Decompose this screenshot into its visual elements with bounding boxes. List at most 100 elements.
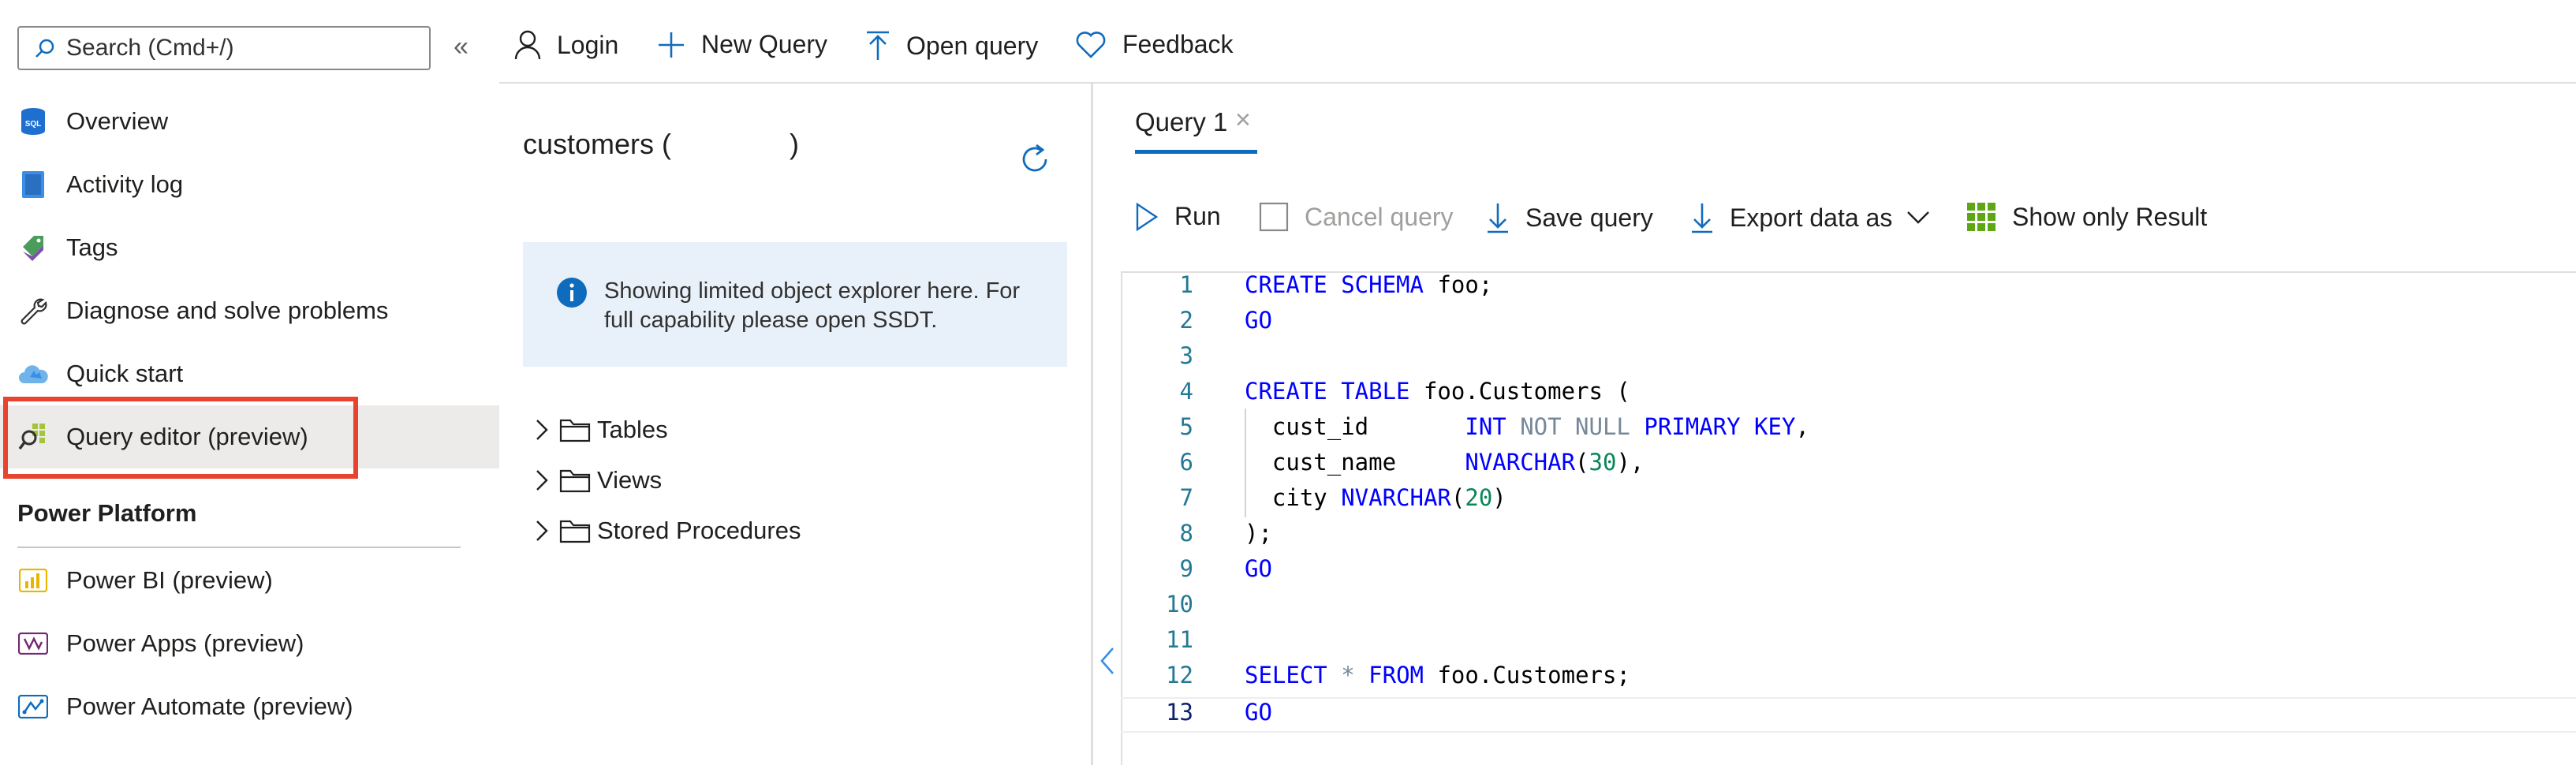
sidebar-item-power-automate[interactable]: Power Automate (preview) xyxy=(0,675,499,738)
search-box[interactable] xyxy=(17,26,431,70)
search-input[interactable] xyxy=(65,34,415,62)
tree-item-views[interactable]: Views xyxy=(532,466,662,494)
power-bi-icon xyxy=(17,565,49,596)
tree-item-tables[interactable]: Tables xyxy=(532,416,668,444)
code-text: GO xyxy=(1245,699,1272,726)
chevron-right-icon xyxy=(536,420,548,440)
sidebar-item-quick-start[interactable]: Quick start xyxy=(0,342,499,405)
pane-divider[interactable] xyxy=(1091,84,1093,765)
code-line: 6 cust_name NVARCHAR(30), xyxy=(1121,449,2576,484)
chevron-right-icon xyxy=(536,470,548,491)
feedback-button[interactable]: Feedback xyxy=(1075,30,1234,59)
sidebar-item-label: Quick start xyxy=(66,360,184,387)
sidebar-item-tags[interactable]: Tags xyxy=(0,216,499,279)
open-query-button[interactable]: Open query xyxy=(865,30,1038,62)
upload-icon xyxy=(867,31,889,60)
selection-highlight xyxy=(3,397,358,479)
sidebar-item-diagnose[interactable]: Diagnose and solve problems xyxy=(0,279,499,342)
folder-icon xyxy=(559,419,591,442)
line-number: 12 xyxy=(1166,662,1193,688)
line-number: 7 xyxy=(1179,484,1193,511)
line-number: 13 xyxy=(1166,699,1193,726)
tree-item-label: Views xyxy=(597,466,663,494)
sidebar-item-label: Tags xyxy=(66,233,118,261)
info-icon xyxy=(557,278,587,308)
grid-icon xyxy=(1967,203,1995,231)
folder-icon xyxy=(559,469,591,493)
line-number: 8 xyxy=(1179,520,1193,547)
sql-database-icon: SQL xyxy=(17,106,49,137)
active-tab-indicator xyxy=(1135,150,1257,154)
query-editor-icon xyxy=(17,421,49,453)
run-button[interactable]: Run xyxy=(1135,202,1221,231)
sidebar-item-label: Power Apps (preview) xyxy=(66,629,304,657)
line-number: 3 xyxy=(1179,342,1193,369)
sidebar-item-power-bi[interactable]: Power BI (preview) xyxy=(0,549,499,612)
login-button[interactable]: Login xyxy=(514,30,618,60)
line-number: 4 xyxy=(1179,378,1193,405)
code-editor[interactable] xyxy=(1121,271,2576,765)
play-icon xyxy=(1136,202,1159,231)
tree-item-stored-procedures[interactable]: Stored Procedures xyxy=(532,517,801,545)
new-query-label: New Query xyxy=(701,30,828,58)
cancel-query-label: Cancel query xyxy=(1305,202,1454,231)
download-icon xyxy=(1692,203,1712,233)
refresh-icon[interactable] xyxy=(1017,142,1052,177)
power-automate-icon xyxy=(17,691,49,722)
chevron-left-icon[interactable] xyxy=(1099,645,1116,677)
chevron-down-icon xyxy=(1907,211,1930,224)
cancel-query-button[interactable]: Cancel query xyxy=(1259,202,1454,232)
folder-icon xyxy=(559,520,591,543)
collapse-sidebar-button[interactable]: « xyxy=(454,32,469,62)
person-icon xyxy=(514,30,541,60)
show-only-result-label: Show only Result xyxy=(2012,202,2208,231)
indent-guide xyxy=(1245,409,1246,517)
database-title: customers () xyxy=(523,128,800,160)
feedback-label: Feedback xyxy=(1122,30,1234,58)
info-text: Showing limited object explorer here. Fo… xyxy=(604,278,1021,333)
tab-query-1[interactable]: Query 1 xyxy=(1135,107,1228,136)
sidebar-item-power-apps[interactable]: Power Apps (preview) xyxy=(0,612,499,675)
code-line: 12 SELECT * FROM foo.Customers; xyxy=(1121,662,2576,697)
code-line: 1 CREATE SCHEMA foo; xyxy=(1121,271,2576,307)
section-title-power-platform: Power Platform xyxy=(17,499,197,527)
sidebar-item-activity-log[interactable]: Activity log xyxy=(0,153,499,216)
section-divider xyxy=(17,547,461,548)
code-text: CREATE TABLE foo.Customers ( xyxy=(1245,378,1630,405)
code-text: ); xyxy=(1245,520,1272,547)
sidebar-item-query-editor[interactable]: Query editor (preview) xyxy=(0,405,499,468)
line-number: 1 xyxy=(1179,271,1193,298)
code-line: 5 cust_id INT NOT NULL PRIMARY KEY, xyxy=(1121,413,2576,449)
export-data-button[interactable]: Export data as xyxy=(1690,202,1930,233)
run-label: Run xyxy=(1174,202,1221,230)
close-tab-icon[interactable]: × xyxy=(1235,105,1251,135)
show-only-result-toggle[interactable]: Show only Result xyxy=(1966,202,2207,232)
code-text: CREATE SCHEMA foo; xyxy=(1245,271,1493,298)
sidebar-item-label: Overview xyxy=(66,107,169,135)
save-query-label: Save query xyxy=(1525,203,1653,232)
resource-sidebar: « SQL Overview Activity log xyxy=(0,0,499,765)
code-text: SELECT * FROM foo.Customers; xyxy=(1245,662,1630,688)
plus-icon xyxy=(659,32,684,58)
power-apps-icon xyxy=(17,628,49,659)
wrench-icon xyxy=(17,295,49,327)
login-label: Login xyxy=(557,30,619,59)
export-data-label: Export data as xyxy=(1730,203,1893,232)
save-query-button[interactable]: Save query xyxy=(1486,202,1653,233)
stop-icon xyxy=(1259,202,1289,232)
code-line-current[interactable]: 13 GO xyxy=(1121,697,2576,733)
code-line: 10 xyxy=(1121,591,2576,626)
line-number: 11 xyxy=(1166,626,1193,653)
new-query-button[interactable]: New Query xyxy=(657,30,827,59)
sidebar-item-overview[interactable]: SQL Overview xyxy=(0,90,499,153)
code-line: 3 xyxy=(1121,342,2576,378)
download-icon xyxy=(1488,203,1508,233)
code-text: cust_name NVARCHAR(30), xyxy=(1245,449,1645,476)
sidebar-item-label: Power BI (preview) xyxy=(66,566,273,594)
code-text: city NVARCHAR(20) xyxy=(1245,484,1506,511)
code-text: GO xyxy=(1245,307,1272,334)
code-line: 8); xyxy=(1121,520,2576,555)
search-icon xyxy=(35,39,54,58)
code-line: 7 city NVARCHAR(20) xyxy=(1121,484,2576,520)
